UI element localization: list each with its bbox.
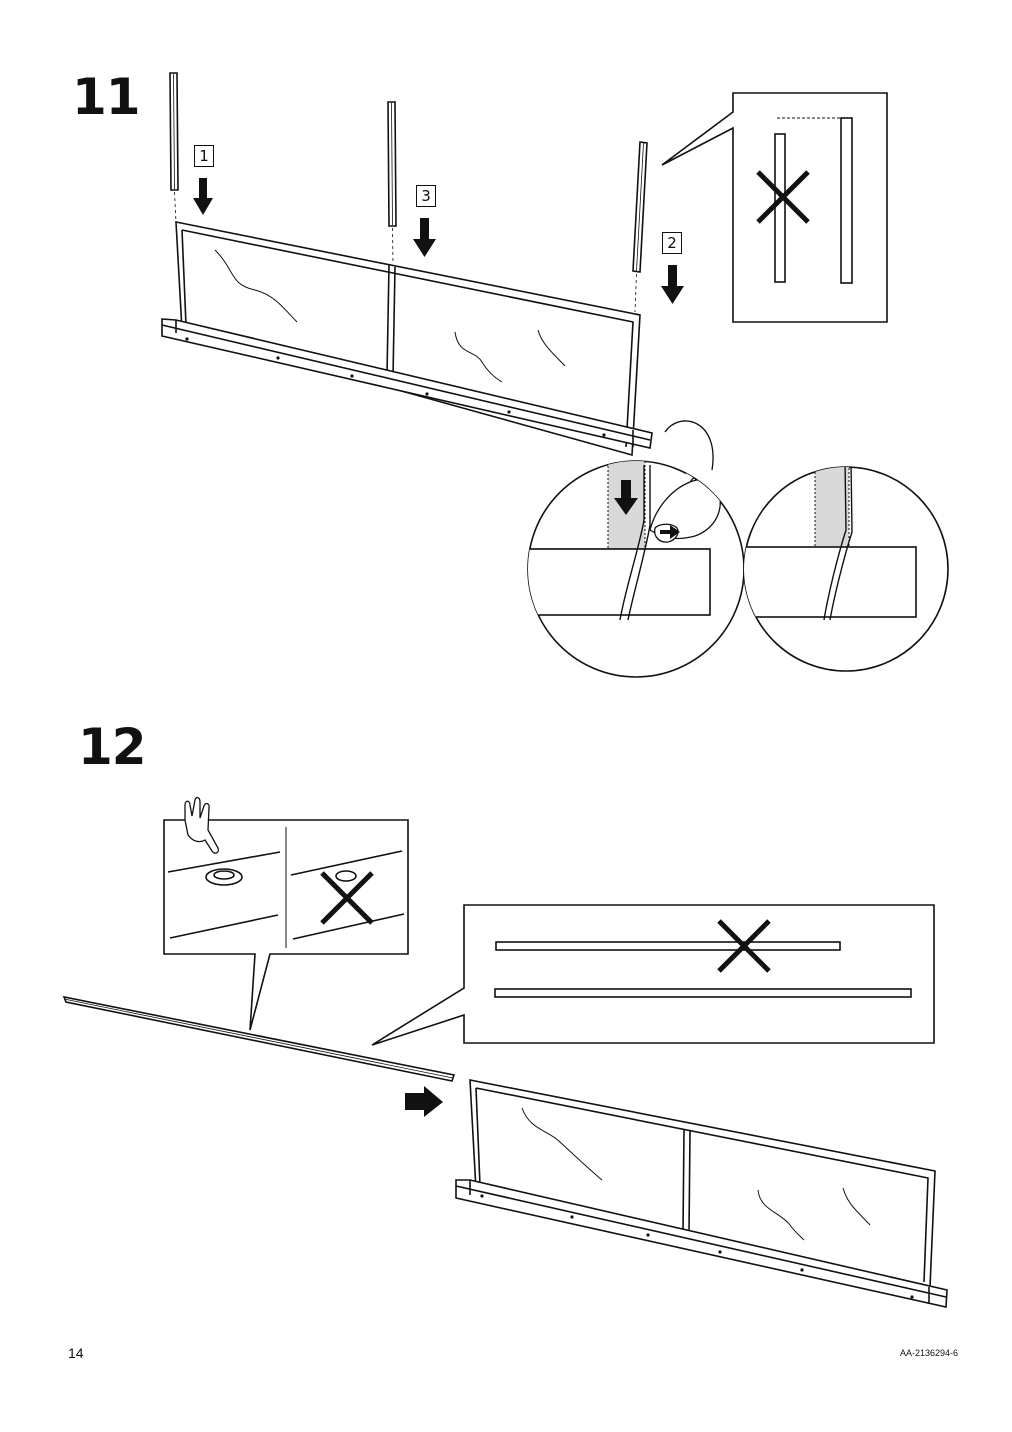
step12-illustration <box>62 796 948 1308</box>
pointing-hand-icon <box>184 796 220 854</box>
callout-label-3: 3 <box>416 185 436 207</box>
rod-alignment-detail <box>661 92 888 323</box>
cross-icon <box>320 871 374 925</box>
page-number: 14 <box>68 1345 84 1361</box>
right-arrow-icon <box>660 525 680 539</box>
step-number-12: 12 <box>78 718 147 776</box>
cross-icon <box>756 170 810 224</box>
rail-11 <box>161 318 653 449</box>
callout-label-2: 2 <box>662 232 682 254</box>
rod-1 <box>169 72 179 191</box>
document-code: AA-2136294-6 <box>900 1348 959 1358</box>
zoom-detail-left <box>527 420 745 678</box>
panel-11 <box>175 221 641 457</box>
bar-orientation-detail <box>371 904 935 1046</box>
step-number-11: 11 <box>72 68 141 126</box>
cross-icon <box>717 919 771 973</box>
right-arrow-icon <box>405 1086 443 1117</box>
step11-illustration <box>161 72 949 678</box>
long-bar <box>62 995 456 1082</box>
zoom-detail-right <box>743 466 949 672</box>
callout-label-1: 1 <box>194 145 214 167</box>
rail-12 <box>455 1179 948 1308</box>
down-arrow-icon <box>661 265 684 304</box>
rod-2 <box>632 141 648 273</box>
hole-detail <box>163 796 409 1031</box>
panel-12 <box>469 1079 936 1288</box>
down-arrow-icon <box>614 480 638 515</box>
down-arrow-icon <box>193 178 213 215</box>
down-arrow-icon <box>413 218 436 257</box>
rod-3 <box>387 101 397 227</box>
